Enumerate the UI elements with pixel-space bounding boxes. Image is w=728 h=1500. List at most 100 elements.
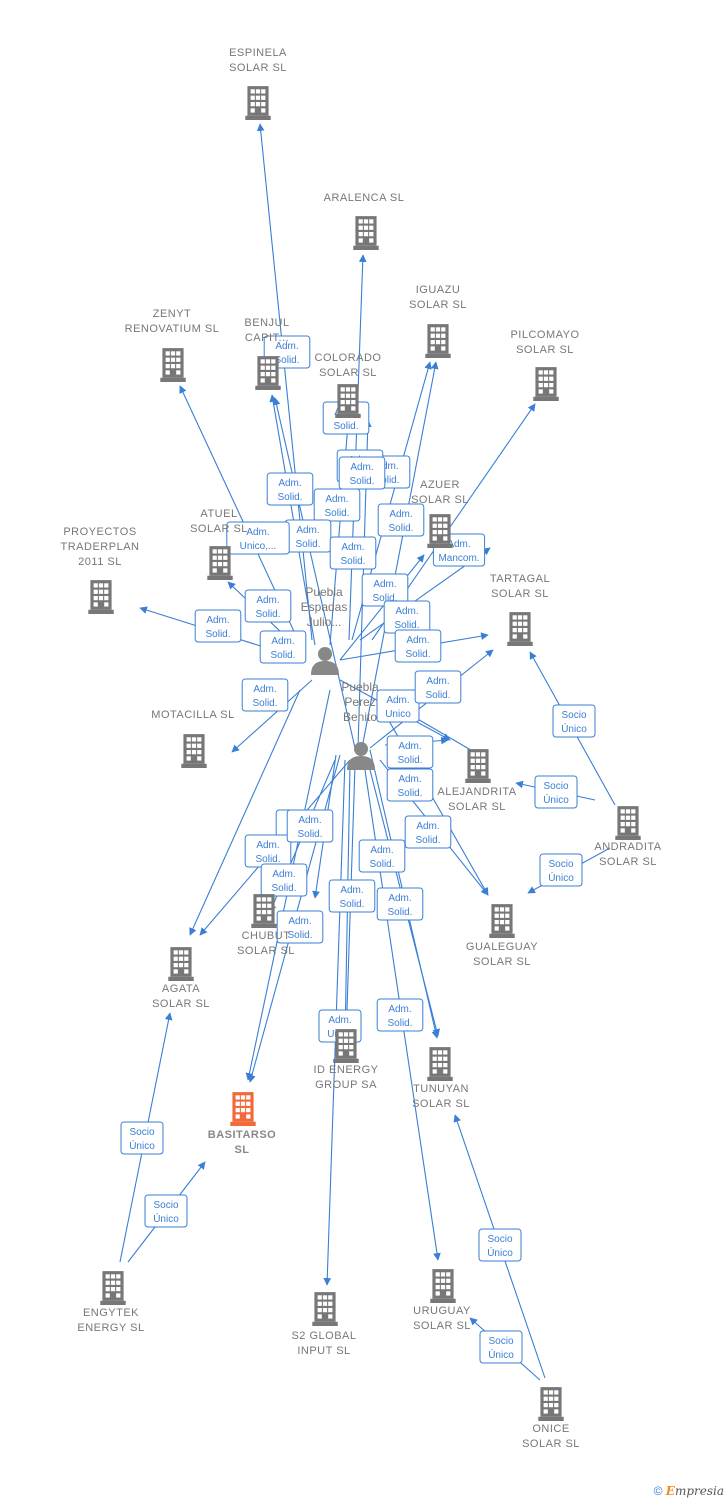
person-node-p1[interactable]: PueblaEspadasJulio... <box>301 585 348 675</box>
person-label: Espadas <box>301 600 348 614</box>
edge-label-text: Solid. <box>339 899 364 910</box>
edge-label-9[interactable]: Adm.Solid. <box>194 609 242 643</box>
building-icon <box>615 806 641 840</box>
edge-label-box <box>328 879 376 913</box>
footer-brand[interactable]: © Empresia <box>654 1484 724 1498</box>
edge-label-10[interactable]: Adm.Solid. <box>244 589 292 623</box>
edge-label-16[interactable]: Adm.Solid. <box>329 536 377 570</box>
edge-label-29[interactable]: Adm.Solid. <box>386 735 434 769</box>
edge-label-24[interactable]: Adm.Solid. <box>376 887 424 921</box>
edge-label-text: Socio <box>561 710 586 721</box>
edge-label-text: Adm. <box>416 821 439 832</box>
edge-label-7[interactable]: Adm.Solid. <box>377 503 425 537</box>
edge-label-text: Solid. <box>205 629 230 640</box>
edge-label-text: Socio <box>548 859 573 870</box>
edge-label-text: Único <box>561 722 587 735</box>
company-label: SOLAR SL <box>522 1438 580 1450</box>
edge-label-4[interactable]: Adm.Solid. <box>266 472 314 506</box>
edge-label-5[interactable]: Adm.Solid. <box>313 488 361 522</box>
edge-label-21[interactable]: Adm.Solid. <box>244 834 292 868</box>
edge-label-text: Solid. <box>425 690 450 701</box>
edge-label-14[interactable]: Adm.Solid. <box>259 630 307 664</box>
edge-label-text: Adm. <box>272 869 295 880</box>
edge-label-text: Solid. <box>397 755 422 766</box>
edge-label-31[interactable]: Adm.Solid. <box>286 809 334 843</box>
company-node-aralenca[interactable]: ARALENCA SL <box>324 192 405 250</box>
company-label: SOLAR SL <box>473 956 531 968</box>
building-icon <box>88 580 114 614</box>
person-icon <box>347 742 375 770</box>
company-label: ALEJANDRITA <box>437 786 516 798</box>
edge-label-27[interactable]: Adm.Solid. <box>358 839 406 873</box>
edge-label-18[interactable]: Adm.Solid. <box>383 600 431 634</box>
edge-label-6[interactable]: Adm.Solid. <box>284 519 332 553</box>
company-label: GROUP SA <box>315 1079 377 1091</box>
edge-label-text: Unico <box>385 709 411 720</box>
edge-label-26[interactable]: Adm. Solid. <box>328 879 376 913</box>
edge-label-text: Solid. <box>297 829 322 840</box>
edge-label-text: Solid. <box>397 788 422 799</box>
edge-label-32[interactable]: Adm.Unico <box>376 689 420 723</box>
company-label: INPUT SL <box>297 1345 350 1357</box>
edge-label-box <box>241 678 289 712</box>
edge-label-layer: Adm. Solid. Adm. Solid. Adm. Solid. Adm. Solid.… <box>120 335 596 1364</box>
edge-label-28[interactable]: Adm.Solid. <box>386 768 434 802</box>
edge-label-33[interactable]: Adm.Solid. <box>414 670 462 704</box>
edge-label-text: Adm. <box>246 527 269 538</box>
company-label: SL <box>234 1144 249 1156</box>
edge-label-text: Adm. <box>325 494 348 505</box>
company-node-motacilla[interactable]: MOTACILLA SL <box>151 709 234 768</box>
edge-label-30[interactable]: Adm.Solid. <box>276 910 324 944</box>
edge-label-box <box>479 1330 523 1364</box>
person-label: Benito <box>343 710 377 724</box>
company-label: SOLAR SL <box>412 1098 470 1110</box>
edge-label-box <box>329 536 377 570</box>
edge-label-25[interactable]: Adm.Solid. <box>376 998 424 1032</box>
edge-label-box <box>539 853 583 887</box>
company-node-benjul[interactable]: BENJULCAPIT... <box>244 317 289 390</box>
edge-label-17[interactable]: Adm.Solid. <box>338 456 386 490</box>
company-label: SOLAR SL <box>229 62 287 74</box>
edge-label-box <box>338 456 386 490</box>
edge-label-22[interactable]: Adm.Solid. <box>260 863 308 897</box>
edge-label-box <box>120 1121 164 1155</box>
edge-label-8[interactable]: Adm.Unico,... <box>226 521 290 555</box>
edge-label-23[interactable]: Adm.Solid. <box>404 815 452 849</box>
edge-label-box <box>386 768 434 802</box>
edge-label-19[interactable]: Adm.Solid. <box>394 629 442 663</box>
edge-7 <box>339 554 425 661</box>
building-icon <box>255 356 281 390</box>
edge-label-box <box>404 815 452 849</box>
edge-label-12[interactable]: Adm.Solid. <box>241 678 289 712</box>
edge-label-text: Adm. <box>340 885 363 896</box>
